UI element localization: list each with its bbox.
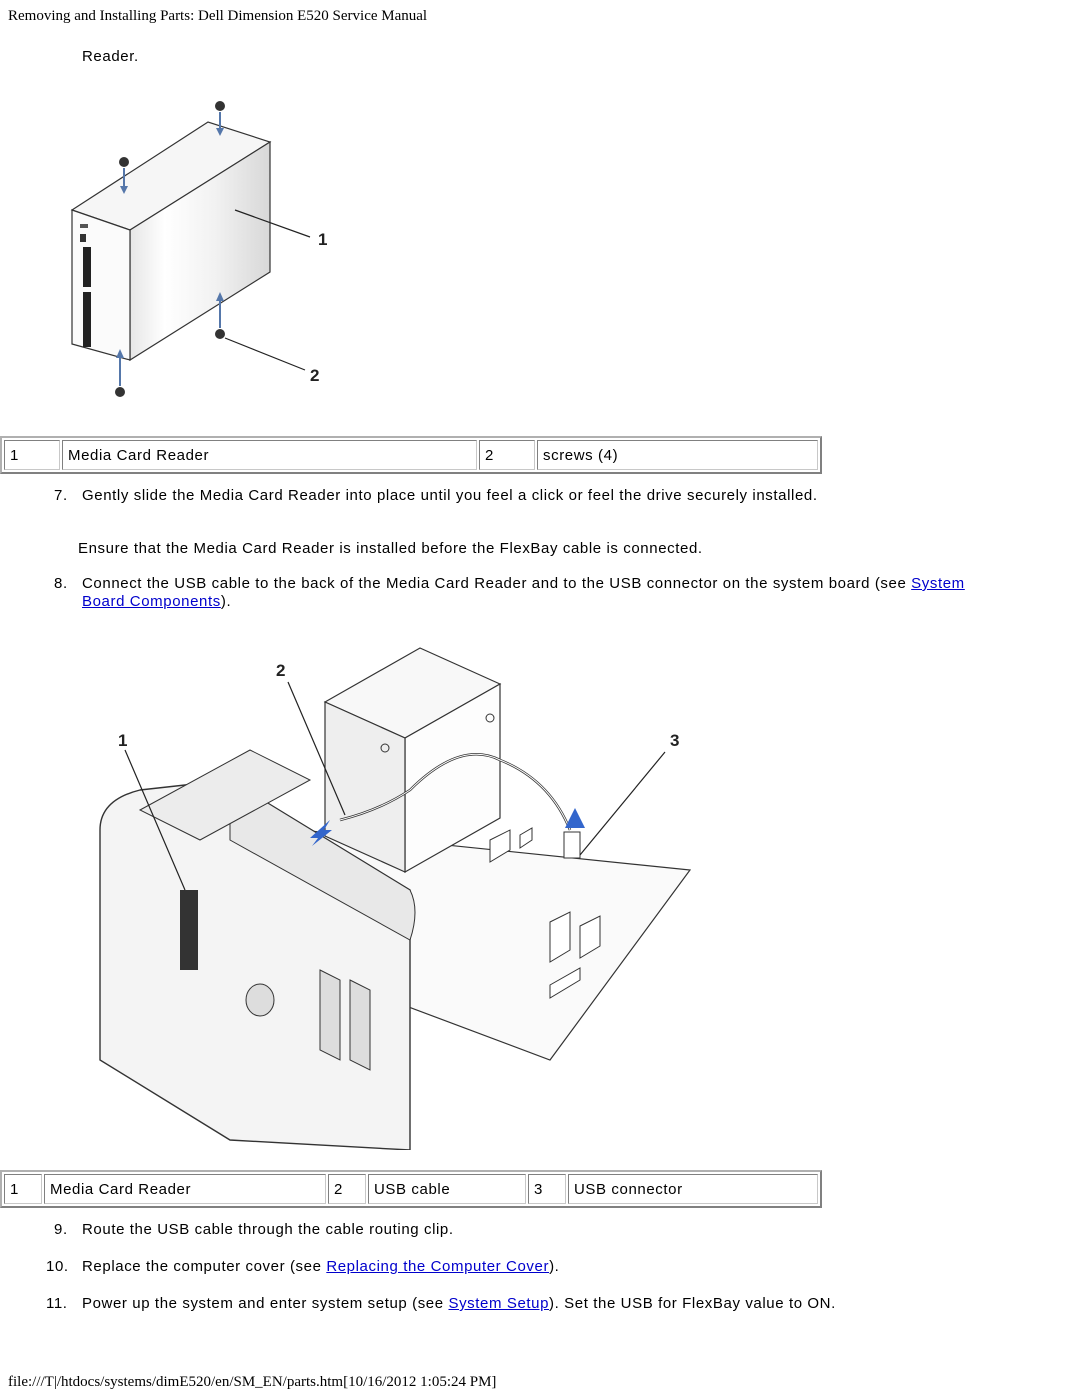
callout-3: 3 [670,731,679,750]
legend-table-1: 1 Media Card Reader 2 screws (4) [0,436,822,474]
legend-label: screws (4) [537,440,818,470]
screw-icon [115,349,125,397]
legend-num: 1 [4,1174,42,1204]
figure-media-card-reader: 1 2 [70,101,327,397]
step-number: 8. [54,575,68,592]
screw-icon [215,101,225,136]
step-text: Route the USB cable through the cable ro… [82,1221,454,1238]
page-footer: file:///T|/htdocs/systems/dimE520/en/SM_… [8,1374,497,1390]
callout-2: 2 [310,366,319,385]
legend-label: USB cable [368,1174,526,1204]
step-text: Replace the computer cover (see Replacin… [82,1258,560,1275]
legend-num: 1 [4,440,60,470]
step-text: Power up the system and enter system set… [82,1295,836,1312]
legend-label: Media Card Reader [62,440,477,470]
screw-icon [215,292,225,339]
link-system-setup[interactable]: System Setup [448,1295,550,1312]
figure-usb-cable-connection: 1 2 3 [99,647,692,1150]
legend-num: 2 [479,440,535,470]
callout-2: 2 [276,661,285,680]
callout-1: 1 [118,731,127,750]
legend-label: Media Card Reader [44,1174,326,1204]
legend-table-2: 1 Media Card Reader 2 USB cable 3 USB co… [0,1170,822,1208]
step-number: 9. [54,1221,68,1238]
step-text: Gently slide the Media Card Reader into … [82,487,818,504]
legend-num: 3 [528,1174,566,1204]
step-number: 7. [54,487,68,504]
screw-icon [119,157,129,194]
link-replacing-computer-cover[interactable]: Replacing the Computer Cover [326,1258,550,1275]
callout-1: 1 [318,230,327,249]
table-row: 1 Media Card Reader 2 USB cable 3 USB co… [4,1174,818,1204]
table-row: 1 Media Card Reader 2 screws (4) [4,440,818,470]
note-text: Ensure that the Media Card Reader is ins… [78,540,703,557]
legend-num: 2 [328,1174,366,1204]
step-number: 10. [46,1258,69,1275]
link-system-board-components[interactable]: System Board Components [82,575,965,610]
step-text: Connect the USB cable to the back of the… [82,575,965,610]
legend-label: USB connector [568,1174,818,1204]
intro-text: Reader. [82,48,139,65]
step-number: 11. [46,1295,68,1312]
page-header: Removing and Installing Parts: Dell Dime… [8,8,428,24]
